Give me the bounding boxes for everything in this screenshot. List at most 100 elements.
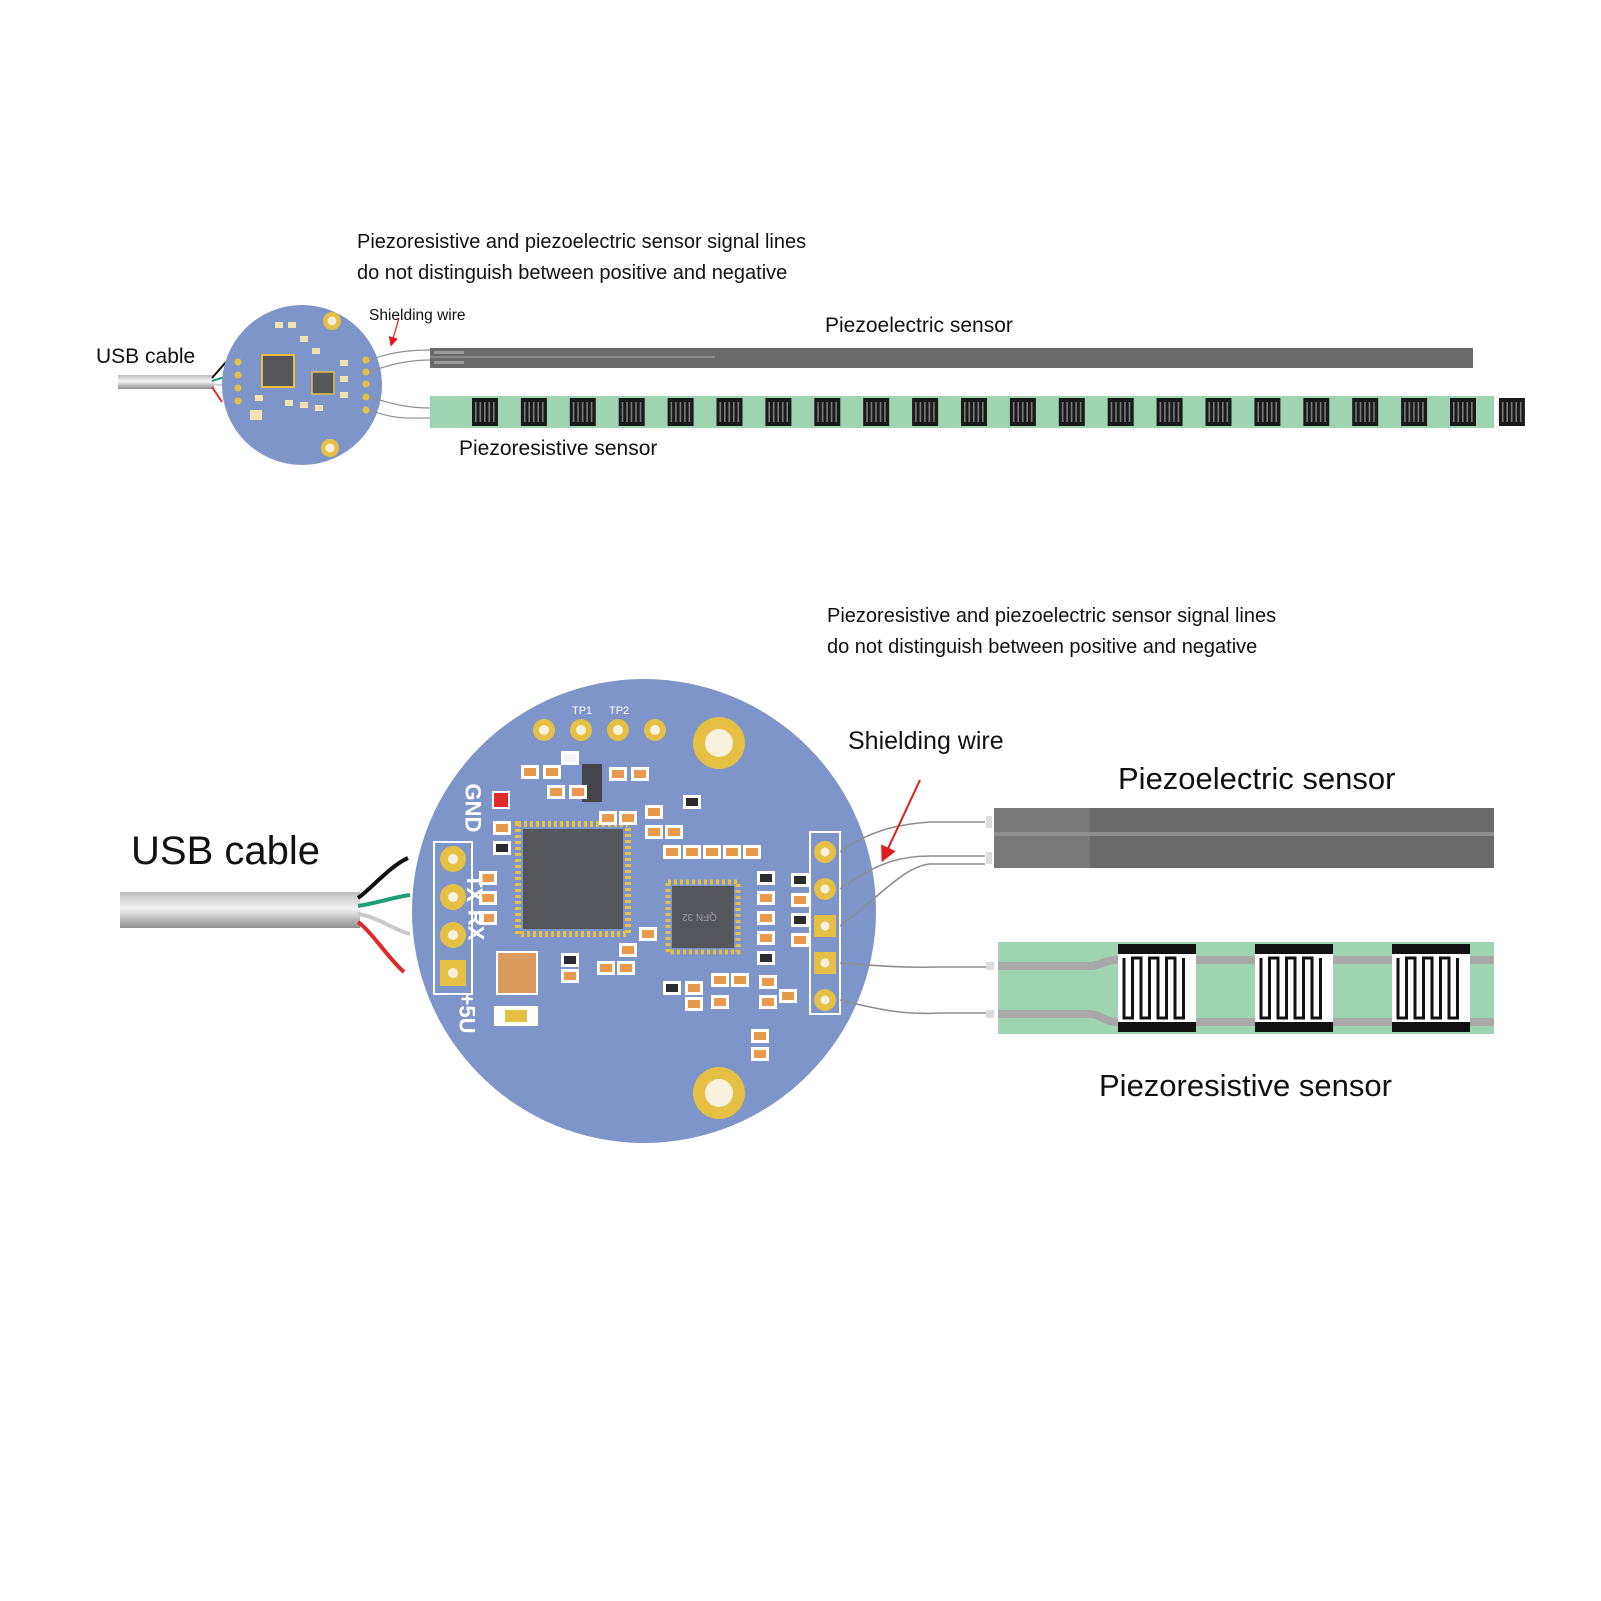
large-usb-cable: [120, 892, 360, 928]
smd-part: [493, 821, 511, 835]
smd-part: [711, 973, 729, 987]
smd-part: [547, 785, 565, 799]
smd-part: [685, 981, 703, 995]
large-led: [492, 791, 510, 809]
smd-part: [665, 825, 683, 839]
small-shield-arrow: [388, 317, 400, 347]
small-polarity-note: Piezoresistive and piezoelectric sensor …: [357, 230, 806, 292]
small-piezoresistive-label: Piezoresistive sensor: [459, 437, 658, 460]
large-piezoelectric-label: Piezoelectric sensor: [1118, 761, 1396, 796]
small-sensing-cell: [912, 398, 939, 426]
large-sensing-cell: [1255, 944, 1333, 1032]
smd-part: [683, 845, 701, 859]
small-sensing-cell: [1156, 398, 1183, 426]
large-capacitor: [496, 951, 538, 995]
small-sensing-cell: [1058, 398, 1085, 426]
smd-part: [479, 891, 497, 905]
small-usb-cable: [118, 375, 214, 389]
small-note-line2: do not distinguish between positive and …: [357, 262, 788, 284]
large-sensing-cell: [1118, 944, 1196, 1032]
large-mcu-chip: [515, 821, 631, 937]
small-assembly: [118, 305, 1525, 465]
pin-label-tx: TX: [462, 873, 488, 903]
large-shielding-label: Shielding wire: [848, 727, 1004, 755]
large-pcb-board: [412, 679, 876, 1143]
smd-part: [757, 891, 775, 905]
small-mcu-chip: [261, 354, 295, 388]
smd-part: [779, 989, 797, 1003]
small-sensing-cell: [667, 398, 694, 426]
smd-part: [645, 825, 663, 839]
smd-part: [791, 913, 809, 927]
small-sensing-cell: [569, 398, 596, 426]
tp2-label: TP2: [609, 705, 630, 717]
smd-part: [631, 767, 649, 781]
smd-part: [599, 811, 617, 825]
large-usb-header: [433, 841, 473, 995]
large-polarity-note: Piezoresistive and piezoelectric sensor …: [827, 604, 1276, 666]
smd-part: [619, 811, 637, 825]
small-sensing-cell: [1401, 398, 1428, 426]
large-note-line2: do not distinguish between positive and …: [827, 636, 1258, 658]
small-sensing-cell: [1254, 398, 1281, 426]
large-piezoresistive-strip: [986, 942, 1494, 1034]
tp1-label: TP1: [572, 705, 593, 717]
small-sensing-cell: [814, 398, 841, 426]
small-sensing-cell: [765, 398, 792, 426]
smd-part: [757, 951, 775, 965]
pin-label-rx: RX: [463, 909, 489, 941]
smd-part: [543, 765, 561, 779]
small-pin-pads: [234, 356, 370, 414]
small-sensor-wires: [369, 349, 431, 419]
smd-part: [751, 1047, 769, 1061]
small-sensing-cell: [1107, 398, 1134, 426]
small-sensing-cell: [1450, 398, 1476, 426]
large-qfn-chip: [665, 879, 741, 955]
small-piezoelectric-strip: [430, 348, 1473, 368]
smd-part: [569, 785, 587, 799]
smd-part: [711, 995, 729, 1009]
smd-part: [645, 805, 663, 819]
small-shielding-label: Shielding wire: [369, 307, 466, 324]
large-usb-wire-black: [356, 856, 409, 900]
large-usb-wire-white: [357, 912, 411, 936]
smd-part: [791, 933, 809, 947]
smd-part: [683, 795, 701, 809]
large-usb-wire-red: [356, 920, 406, 974]
small-piezoelectric-label: Piezoelectric sensor: [825, 314, 1013, 337]
pin-label-gnd: GND: [460, 783, 486, 833]
small-sensing-cell: [1498, 398, 1525, 426]
small-sensing-cell: [472, 398, 498, 426]
smd-part: [791, 873, 809, 887]
smd-part: [493, 841, 511, 855]
small-usb-wire-black: [211, 361, 227, 379]
smd-part: [521, 765, 539, 779]
smd-part: [759, 975, 777, 989]
smd-part: [759, 995, 777, 1009]
smd-part: [723, 845, 741, 859]
large-piezoresistive-label: Piezoresistive sensor: [1099, 1068, 1392, 1103]
smd-part: [791, 893, 809, 907]
large-test-points: [533, 719, 666, 741]
smd-part: [685, 997, 703, 1011]
smd-part: [757, 911, 775, 925]
small-sensing-cell: [1303, 398, 1330, 426]
small-sensing-cell: [1352, 398, 1379, 426]
smd-part: [639, 927, 657, 941]
smd-part: [561, 969, 579, 983]
large-assembly: [120, 679, 1494, 1143]
smd-part: [757, 871, 775, 885]
small-sensing-cell: [520, 398, 547, 426]
qfn-chip-label: QFN 32: [682, 911, 718, 922]
small-components: [250, 322, 348, 420]
large-shield-arrow: [881, 779, 921, 863]
large-usb-label: USB cable: [131, 829, 320, 873]
smd-part: [757, 931, 775, 945]
large-piezoelectric-strip: [986, 808, 1494, 868]
small-sensing-cell: [1205, 398, 1232, 426]
smd-part: [479, 911, 497, 925]
small-sensing-cell: [716, 398, 743, 426]
small-sensing-cell: [961, 398, 987, 426]
small-qfn-chip: [311, 371, 335, 395]
